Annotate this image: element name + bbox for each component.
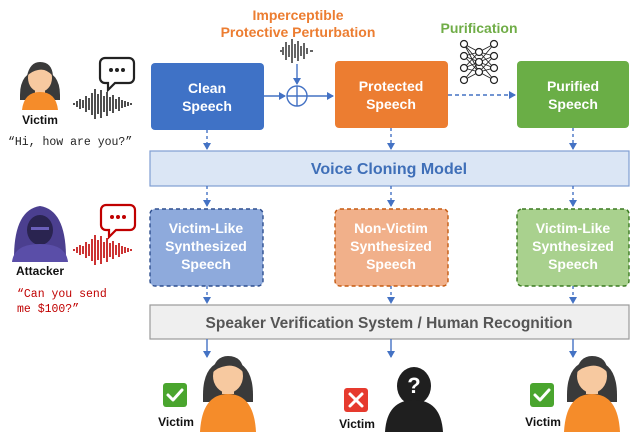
waveform-icon: [73, 235, 132, 265]
victim-bottom-left: Victim: [158, 415, 194, 429]
perturbation-label-line2: Protective Perturbation: [221, 24, 376, 40]
attacker-label: Attacker: [16, 264, 64, 278]
purification-label: Purification: [440, 20, 517, 36]
cross-icon: [344, 388, 368, 412]
purified-line1: Purified: [547, 78, 599, 94]
voice-cloning-model-box: Voice Cloning Model: [149, 150, 630, 187]
speech-bubble-icon: [98, 56, 136, 93]
hooded-attacker-icon: [12, 206, 68, 262]
clean-line2: Speech: [182, 98, 232, 114]
syn-left-line2: Synthesized: [165, 238, 247, 254]
unknown-person-icon: ?: [385, 367, 443, 432]
purified-speech-box: Purified Speech: [517, 61, 629, 128]
syn-mid-line1: Non-Victim: [354, 220, 428, 236]
perturbation-label-line1: Imperceptible: [252, 7, 343, 23]
waveform-icon: [280, 39, 313, 63]
syn-right-line3: Speech: [548, 256, 598, 272]
syn-mid-line3: Speech: [366, 256, 416, 272]
person-icon: [200, 356, 256, 432]
svg-text:?: ?: [407, 373, 420, 398]
victim-bottom-right: Victim: [525, 415, 561, 429]
person-icon: [564, 356, 620, 432]
syn-right-line2: Synthesized: [532, 238, 614, 254]
protected-line2: Speech: [366, 96, 416, 112]
syn-left-line1: Victim-Like: [169, 220, 244, 236]
xor-icon: [286, 85, 308, 107]
victim-bottom-mid: Victim: [339, 417, 375, 431]
syn-mid-line2: Synthesized: [350, 238, 432, 254]
purified-line2: Speech: [548, 96, 598, 112]
protected-line1: Protected: [359, 78, 424, 94]
speech-bubble-icon: [99, 203, 137, 240]
clean-speech-box: Clean Speech: [151, 63, 264, 130]
check-icon: [163, 383, 187, 407]
synthesized-right-box: Victim-Like Synthesized Speech: [516, 208, 630, 287]
clean-line1: Clean: [188, 80, 226, 96]
attacker-quote-line1: “Can you send: [17, 288, 107, 301]
svs-label: Speaker Verification System / Human Reco…: [206, 315, 573, 332]
check-icon: [530, 383, 554, 407]
attacker-quote-line2: me $100?”: [17, 303, 79, 316]
vcm-label: Voice Cloning Model: [311, 161, 467, 178]
syn-left-line3: Speech: [181, 256, 231, 272]
syn-right-line1: Victim-Like: [536, 220, 611, 236]
waveform-icon: [73, 89, 132, 119]
victim-avatar: [20, 62, 60, 110]
victim-label: Victim: [22, 113, 58, 127]
victim-quote: “Hi, how are you?”: [8, 136, 132, 149]
protected-speech-box: Protected Speech: [335, 61, 448, 128]
speaker-verification-box: Speaker Verification System / Human Reco…: [149, 304, 630, 340]
synthesized-mid-box: Non-Victim Synthesized Speech: [334, 208, 449, 287]
neural-net-icon: [459, 39, 499, 85]
synthesized-left-box: Victim-Like Synthesized Speech: [149, 208, 264, 287]
